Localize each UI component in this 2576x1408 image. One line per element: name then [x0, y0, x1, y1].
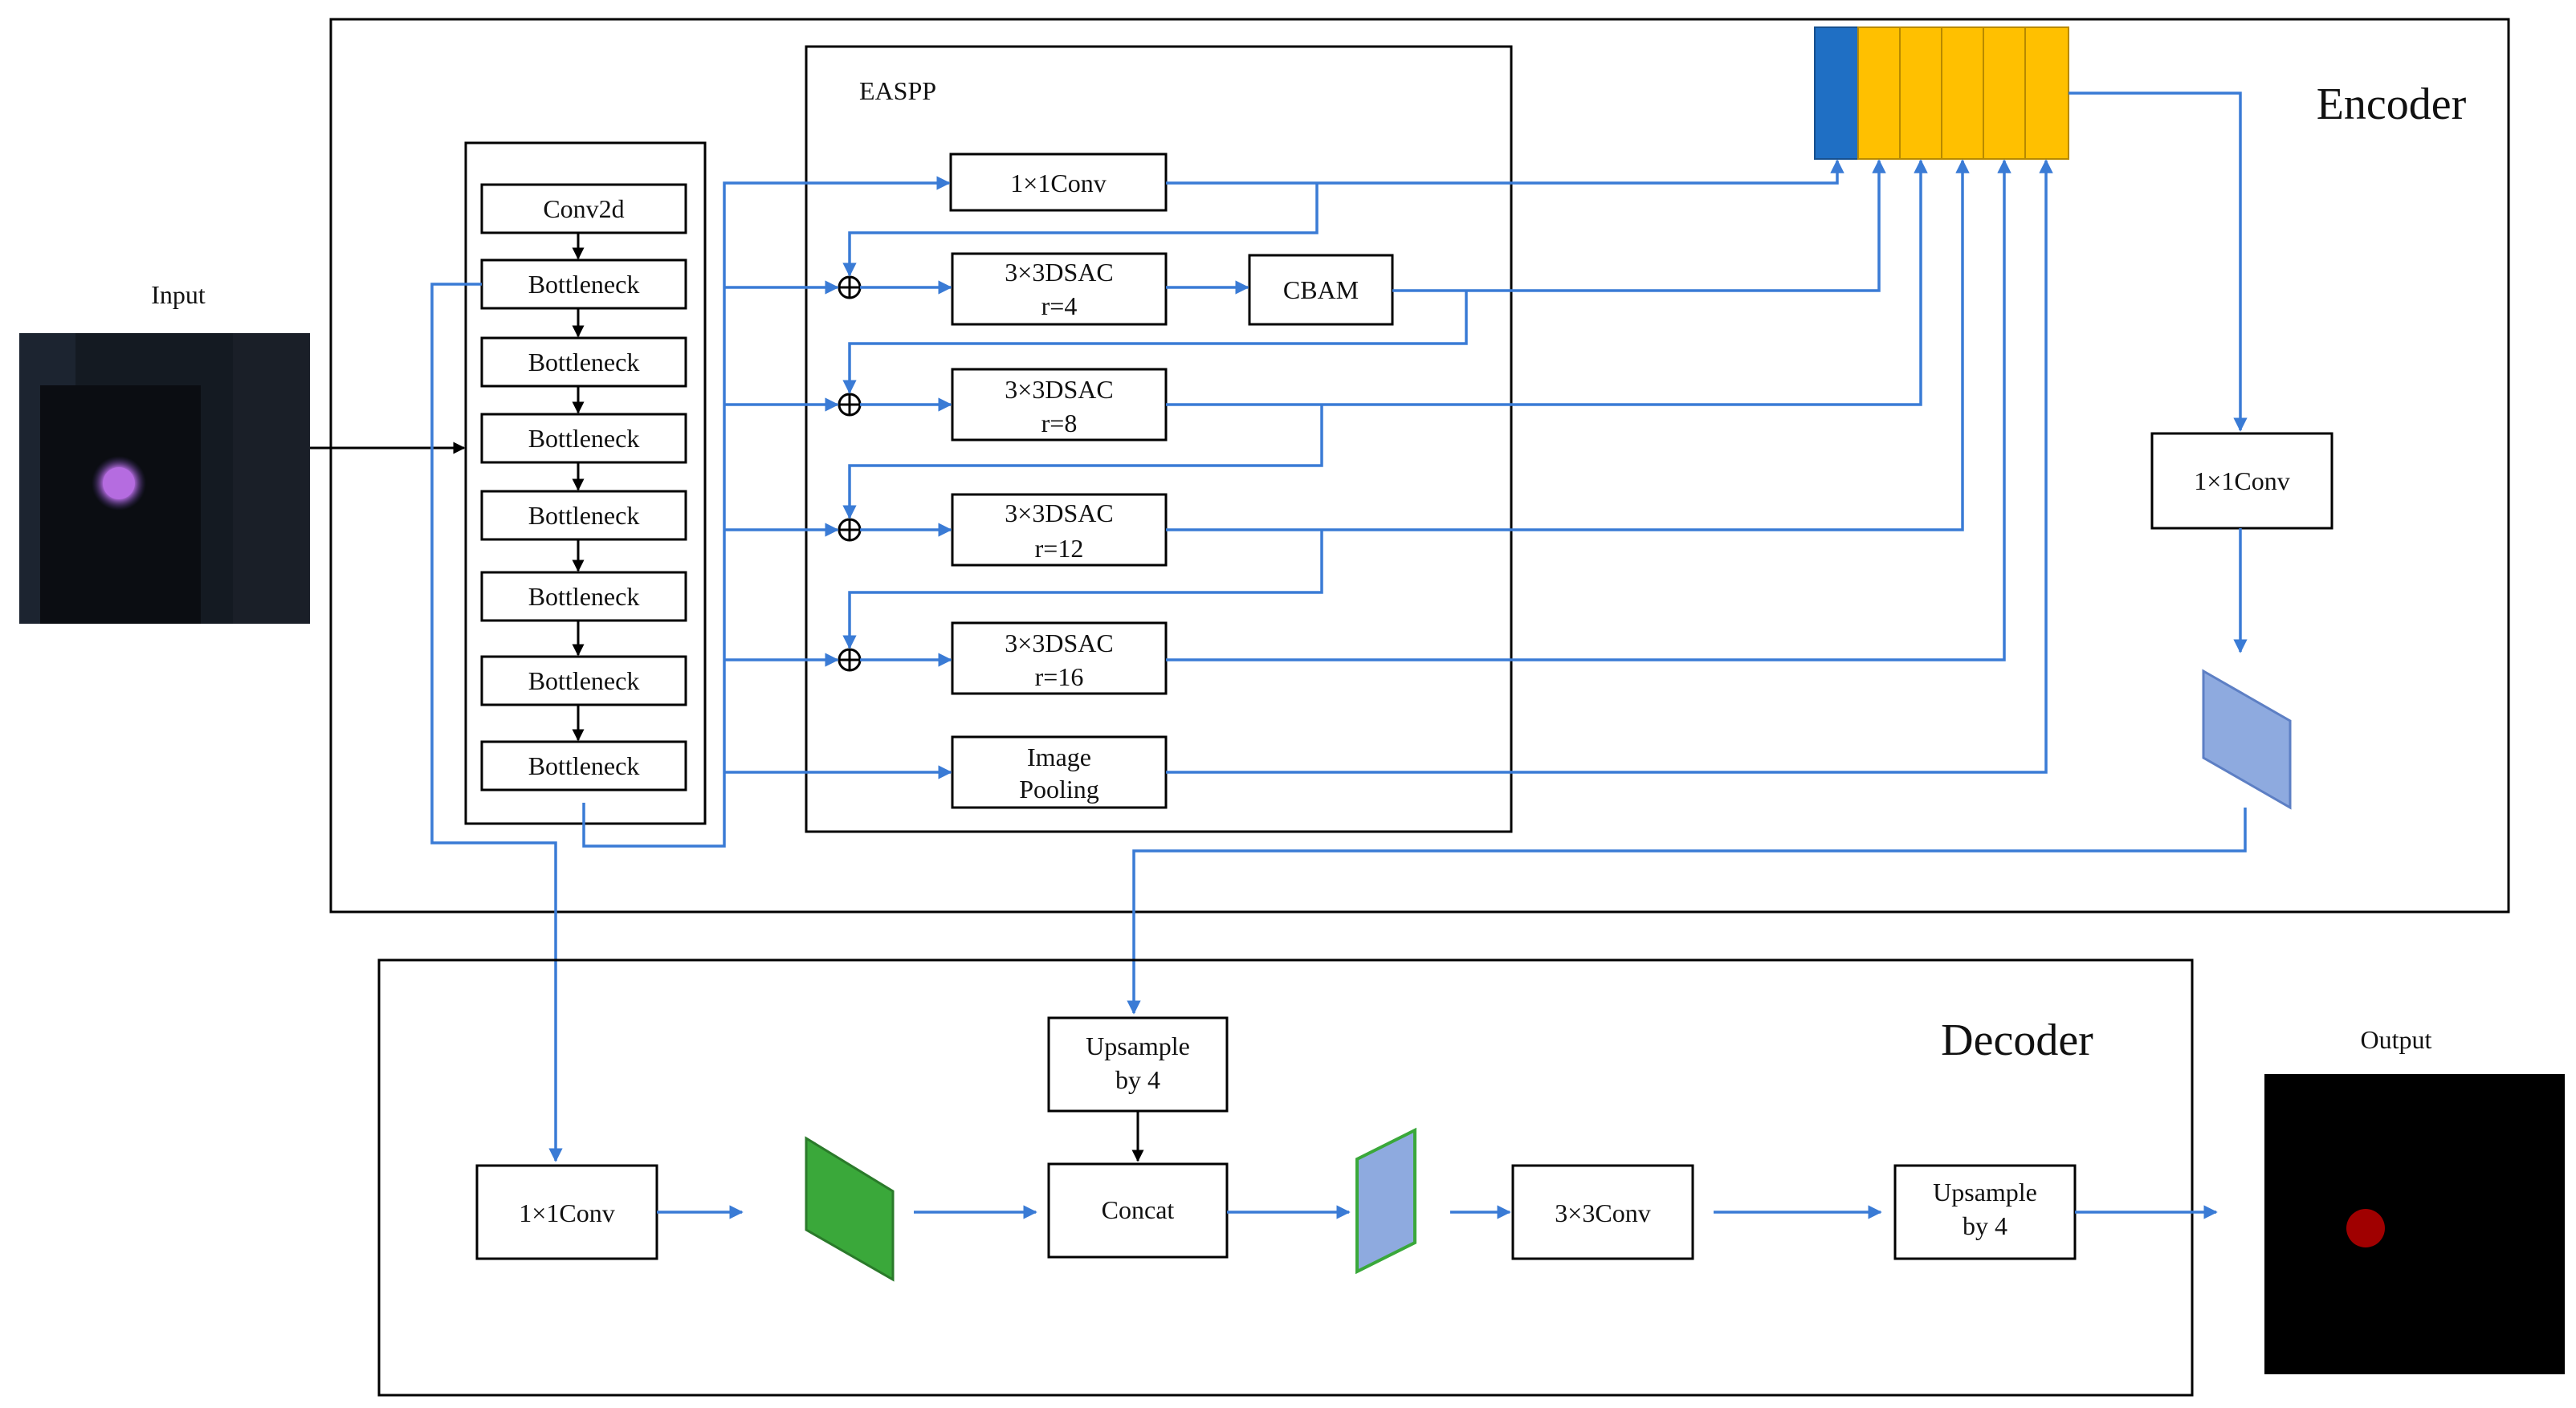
backbone-block-bottleneck-2: Bottleneck — [480, 336, 687, 388]
svg-text:Bottleneck: Bottleneck — [528, 582, 640, 611]
svg-text:3×3DSAC: 3×3DSAC — [1005, 629, 1113, 657]
svg-text:Bottleneck: Bottleneck — [528, 424, 640, 453]
decoder-title: Decoder — [1941, 1015, 2093, 1065]
decoder-low-level-feature — [805, 1136, 895, 1282]
svg-text:Image: Image — [1027, 743, 1091, 771]
output-label: Output — [2361, 1025, 2432, 1054]
input-image — [19, 333, 310, 624]
svg-text:CBAM: CBAM — [1283, 275, 1359, 304]
sum-node-r12 — [838, 518, 862, 542]
decoder-frame — [377, 958, 2194, 1397]
decoder-fused-feature — [1355, 1127, 1416, 1275]
decoder-concat: Concat — [1047, 1162, 1229, 1259]
backbone-block-conv2d: Conv2d — [480, 183, 687, 234]
decoder-upsample-out: Upsample by 4 — [1893, 1164, 2077, 1260]
easpp-to-concat-flows — [1166, 159, 2053, 774]
backbone-container — [464, 141, 707, 825]
backbone-block-bottleneck-1: Bottleneck — [480, 258, 687, 310]
svg-text:Bottleneck: Bottleneck — [528, 501, 640, 530]
svg-text:Bottleneck: Bottleneck — [528, 751, 640, 780]
encoder-to-upsample-arrow — [1127, 808, 2247, 1015]
easpp-dsac-r4: 3×3DSAC r=4 — [951, 252, 1168, 326]
svg-text:r=8: r=8 — [1041, 409, 1078, 437]
svg-text:Concat: Concat — [1102, 1195, 1175, 1224]
decoder-upsample-top: Upsample by 4 — [1047, 1016, 1229, 1113]
svg-text:3×3Conv: 3×3Conv — [1555, 1198, 1650, 1227]
svg-text:by 4: by 4 — [1963, 1211, 2007, 1240]
decoder-conv3x3: 3×3Conv — [1511, 1164, 1694, 1260]
svg-text:Bottleneck: Bottleneck — [528, 348, 640, 376]
svg-text:1×1Conv: 1×1Conv — [2194, 466, 2289, 495]
svg-text:Pooling: Pooling — [1019, 775, 1099, 804]
svg-text:1×1Conv: 1×1Conv — [1010, 169, 1106, 197]
easpp-container — [805, 45, 1513, 833]
easpp-dsac-r12: 3×3DSAC r=12 — [951, 493, 1168, 567]
encoder-title: Encoder — [2317, 79, 2467, 129]
svg-text:3×3DSAC: 3×3DSAC — [1005, 498, 1113, 527]
easpp-image-pooling: Image Pooling — [951, 735, 1168, 809]
encoder-post-conv1x1: 1×1Conv — [2150, 432, 2333, 530]
easpp-conv1x1: 1×1Conv — [949, 153, 1168, 212]
cascade-feedback-arrows — [842, 183, 1468, 649]
svg-text:1×1Conv: 1×1Conv — [519, 1198, 614, 1227]
output-image — [2264, 1074, 2565, 1374]
skip-connection-arrow — [430, 283, 563, 1162]
easpp-dsac-r8: 3×3DSAC r=8 — [951, 368, 1168, 442]
svg-text:Upsample: Upsample — [1086, 1032, 1190, 1060]
backbone-to-easpp-flows — [582, 176, 952, 848]
svg-text:Conv2d: Conv2d — [543, 194, 624, 223]
svg-text:r=16: r=16 — [1035, 662, 1084, 691]
concat-to-postconv-arrow — [2069, 92, 2248, 432]
input-label: Input — [151, 280, 206, 309]
sum-node-r4 — [838, 275, 862, 299]
svg-text:3×3DSAC: 3×3DSAC — [1005, 375, 1113, 404]
easpp-cbam: CBAM — [1248, 254, 1394, 326]
backbone-block-bottleneck-5: Bottleneck — [480, 571, 687, 622]
easpp-title: EASPP — [859, 76, 936, 105]
svg-text:r=12: r=12 — [1035, 534, 1084, 563]
svg-text:by 4: by 4 — [1115, 1065, 1160, 1094]
decoder-conv1x1: 1×1Conv — [475, 1164, 658, 1260]
svg-text:3×3DSAC: 3×3DSAC — [1005, 258, 1113, 287]
sum-node-r16 — [838, 648, 862, 672]
backbone-block-bottleneck-4: Bottleneck — [480, 490, 687, 541]
backbone-block-bottleneck-6: Bottleneck — [480, 655, 687, 706]
sum-node-r8 — [838, 393, 862, 417]
concat-feature-stack — [1814, 26, 2069, 160]
svg-text:Bottleneck: Bottleneck — [528, 270, 640, 299]
svg-text:Upsample: Upsample — [1933, 1178, 2037, 1207]
encoder-feature-map — [2202, 669, 2292, 810]
svg-text:Bottleneck: Bottleneck — [528, 666, 640, 695]
backbone-block-bottleneck-7: Bottleneck — [480, 740, 687, 791]
sum-to-dsac-arrows — [860, 280, 1249, 667]
backbone-block-bottleneck-3: Bottleneck — [480, 413, 687, 464]
encoder-frame — [329, 18, 2510, 914]
svg-text:r=4: r=4 — [1041, 291, 1078, 320]
easpp-dsac-r16: 3×3DSAC r=16 — [951, 621, 1168, 695]
